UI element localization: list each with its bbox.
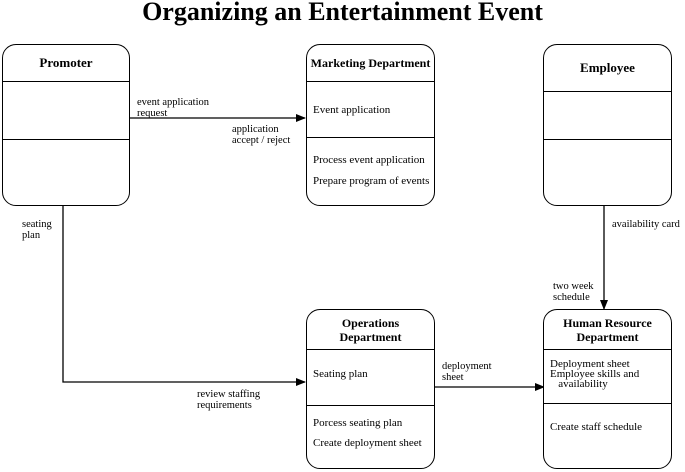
operations-item: Porcess seating plan <box>313 417 403 429</box>
operations-header-line: Operations <box>341 315 400 330</box>
label-application-accept-reject: application accept / reject <box>232 124 291 146</box>
employee-header: Employee <box>544 45 671 92</box>
operations-department-box: Operations Department Seating plan Porce… <box>306 309 435 469</box>
employee-box: Employee <box>543 44 672 206</box>
promoter-box: Promoter <box>2 44 130 206</box>
hr-section-1: Deployment sheet Employee skills and ava… <box>544 350 671 404</box>
label-review-staffing-requirements: review staffing requirements <box>197 389 261 411</box>
employee-section-1 <box>544 92 671 140</box>
hr-header-line: Department <box>576 329 639 344</box>
operations-section-2: Porcess seating plan Create deployment s… <box>307 406 434 468</box>
marketing-section-2: Process event application Prepare progra… <box>307 138 434 205</box>
hr-header-line: Human Resource <box>563 315 652 330</box>
operations-item: Seating plan <box>313 368 368 380</box>
operations-item: Create deployment sheet <box>313 437 422 449</box>
flow-promoter-to-operations <box>62 206 306 386</box>
marketing-section-1: Event application <box>307 82 434 138</box>
diagram-title: Organizing an Entertainment Event <box>142 0 543 26</box>
promoter-section-1 <box>3 82 129 140</box>
hr-item: Employee skills and <box>550 368 640 380</box>
label-event-application-request: event application request <box>137 97 210 119</box>
promoter-header: Promoter <box>3 45 129 82</box>
hr-item: Create staff schedule <box>550 421 643 433</box>
operations-header-line: Department <box>339 329 402 344</box>
hr-item: Deployment sheet <box>550 358 630 370</box>
label-deployment-sheet: deployment sheet <box>442 361 492 383</box>
marketing-item: Event application <box>313 104 391 116</box>
hr-section-2: Create staff schedule <box>544 404 671 468</box>
operations-section-1: Seating plan <box>307 350 434 406</box>
label-seating-plan: seating plan <box>22 219 52 241</box>
label-two-week-schedule: two week schedule <box>553 281 594 303</box>
marketing-item: Process event application <box>313 154 425 166</box>
promoter-section-2 <box>3 140 129 205</box>
hr-department-box: Human Resource Department Deployment she… <box>543 309 672 469</box>
operations-department-header: Operations Department <box>307 310 434 350</box>
hr-department-header: Human Resource Department <box>544 310 671 350</box>
marketing-item: Prepare program of events <box>313 175 430 187</box>
employee-section-2 <box>544 140 671 205</box>
label-availability-card: availability card <box>612 219 680 230</box>
marketing-department-header: Marketing Department <box>307 45 434 82</box>
marketing-department-box: Marketing Department Event application P… <box>306 44 435 206</box>
hr-item: availability <box>550 378 608 390</box>
